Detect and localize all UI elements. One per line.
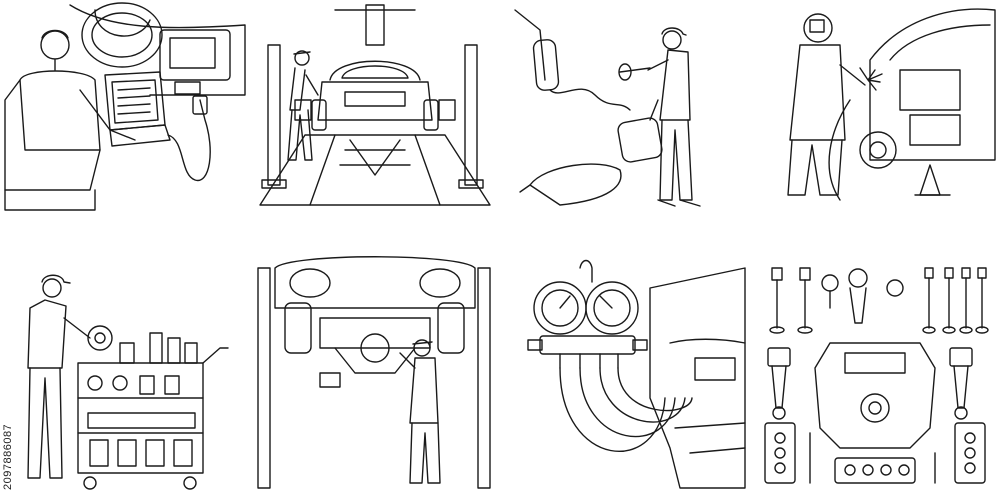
stock-id-label: 2097886087 <box>2 423 14 490</box>
exhaust-system-repair-illustration <box>500 0 750 247</box>
parts-tool-cart-illustration <box>0 248 250 495</box>
undercar-lift-inspection-illustration <box>250 248 500 495</box>
car-diagnostics-laptop-illustration <box>0 0 250 247</box>
car-body-welding-illustration <box>750 0 1000 247</box>
ac-manifold-gauges-illustration <box>500 248 750 495</box>
engine-parts-set-illustration <box>750 248 1000 495</box>
wheel-alignment-lift-illustration <box>250 0 500 247</box>
